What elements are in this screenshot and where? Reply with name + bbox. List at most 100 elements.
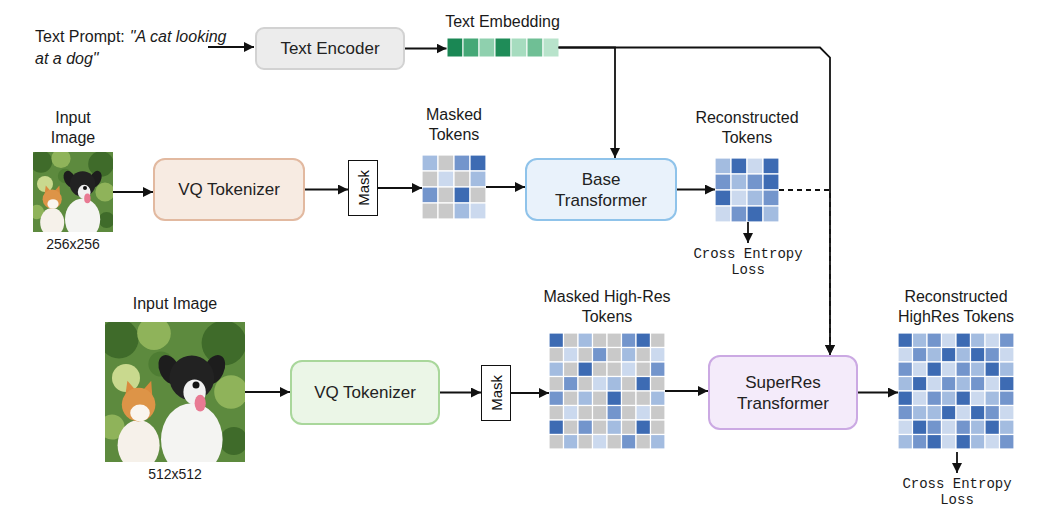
token-cell bbox=[985, 377, 1000, 392]
photo-shape bbox=[65, 198, 100, 232]
token-cell bbox=[942, 406, 957, 421]
token-cell bbox=[607, 362, 622, 377]
token-cell bbox=[636, 333, 651, 348]
token-cell bbox=[942, 420, 957, 435]
photo-shape bbox=[137, 322, 171, 350]
token-cell bbox=[651, 377, 666, 392]
token-cell bbox=[971, 435, 986, 450]
token-cell bbox=[593, 391, 608, 406]
photo-shape bbox=[43, 190, 62, 209]
token-cell bbox=[898, 435, 913, 450]
input-image: Input Image256x256 bbox=[33, 108, 113, 253]
token-cell bbox=[470, 203, 486, 219]
photo-shape bbox=[51, 152, 70, 168]
token-cell bbox=[985, 362, 1000, 377]
token-cell bbox=[1000, 435, 1015, 450]
process-box: VQ Tokenizer bbox=[153, 158, 305, 221]
photo-shape bbox=[112, 364, 140, 392]
token-cell bbox=[1000, 391, 1015, 406]
mask-box: Mask bbox=[481, 365, 511, 421]
flow-arrow bbox=[486, 186, 525, 188]
token-cell bbox=[1000, 420, 1015, 435]
token-cell bbox=[470, 187, 486, 203]
token-grid-shape bbox=[898, 333, 1014, 449]
loss-arrow bbox=[956, 452, 958, 473]
photo-shape bbox=[33, 152, 52, 173]
loss-arrow bbox=[747, 222, 749, 243]
photo-shape bbox=[195, 395, 206, 412]
token-grid: Masked Tokens bbox=[416, 105, 492, 219]
token-cell bbox=[971, 377, 986, 392]
box-label: VQ Tokenizer bbox=[314, 382, 416, 403]
token-cell bbox=[956, 420, 971, 435]
token-cell bbox=[593, 435, 608, 450]
token-cell bbox=[593, 377, 608, 392]
token-cell bbox=[607, 333, 622, 348]
prompt-label: Text Prompt: bbox=[35, 28, 125, 45]
process-box: Base Transformer bbox=[525, 158, 677, 221]
photo-shape bbox=[122, 388, 156, 422]
token-cell bbox=[607, 391, 622, 406]
token-cell bbox=[913, 362, 928, 377]
box-label: VQ Tokenizer bbox=[178, 179, 280, 200]
token-cell bbox=[622, 435, 637, 450]
token-cell bbox=[956, 377, 971, 392]
token-cell bbox=[715, 190, 731, 206]
token-cell bbox=[898, 348, 913, 363]
token-cell bbox=[747, 174, 763, 190]
token-cell bbox=[422, 155, 438, 171]
token-cell bbox=[942, 391, 957, 406]
token-cell bbox=[971, 348, 986, 363]
token-cell bbox=[898, 333, 913, 348]
token-cell bbox=[927, 391, 942, 406]
node-title: Input Image bbox=[100, 294, 250, 314]
token-cell bbox=[651, 435, 666, 450]
token-cell bbox=[927, 333, 942, 348]
token-cell bbox=[454, 187, 470, 203]
photo-shape bbox=[95, 182, 113, 201]
flow-arrow bbox=[511, 392, 549, 394]
token-cell bbox=[636, 348, 651, 363]
token-cell bbox=[1000, 333, 1015, 348]
token-cell bbox=[549, 333, 564, 348]
node-title: Reconstructed Tokens bbox=[687, 108, 807, 148]
token-cell bbox=[651, 391, 666, 406]
token-cell bbox=[942, 348, 957, 363]
photo-shape bbox=[83, 186, 87, 190]
token-cell bbox=[715, 206, 731, 222]
embedding-strip: Text Embedding bbox=[430, 12, 575, 57]
token-cell bbox=[651, 420, 666, 435]
flow-arrow bbox=[378, 187, 422, 189]
token-cell bbox=[422, 203, 438, 219]
token-cell bbox=[747, 206, 763, 222]
token-cell bbox=[578, 406, 593, 421]
box-label: Text Encoder bbox=[280, 38, 379, 59]
token-cell bbox=[454, 155, 470, 171]
token-cell bbox=[985, 406, 1000, 421]
token-cell bbox=[636, 391, 651, 406]
token-cell bbox=[651, 406, 666, 421]
token-cell bbox=[636, 362, 651, 377]
embedding-cell bbox=[447, 38, 463, 57]
embedding-cell bbox=[527, 38, 543, 57]
token-cell bbox=[985, 420, 1000, 435]
token-cell bbox=[549, 420, 564, 435]
token-cell bbox=[578, 391, 593, 406]
token-cell bbox=[622, 420, 637, 435]
token-cell bbox=[898, 391, 913, 406]
token-cell bbox=[622, 333, 637, 348]
token-cell bbox=[927, 362, 942, 377]
token-cell bbox=[956, 333, 971, 348]
flow-arrow bbox=[559, 48, 831, 356]
node-title: Input Image bbox=[33, 108, 113, 148]
token-cell bbox=[438, 171, 454, 187]
token-cell bbox=[1000, 348, 1015, 363]
box-label: Mask bbox=[355, 170, 372, 206]
token-cell bbox=[651, 362, 666, 377]
loss-label: Cross Entropy Loss bbox=[683, 246, 813, 278]
token-cell bbox=[651, 348, 666, 363]
photo-shape bbox=[40, 208, 64, 232]
token-cell bbox=[715, 174, 731, 190]
photo-shape bbox=[105, 322, 139, 358]
